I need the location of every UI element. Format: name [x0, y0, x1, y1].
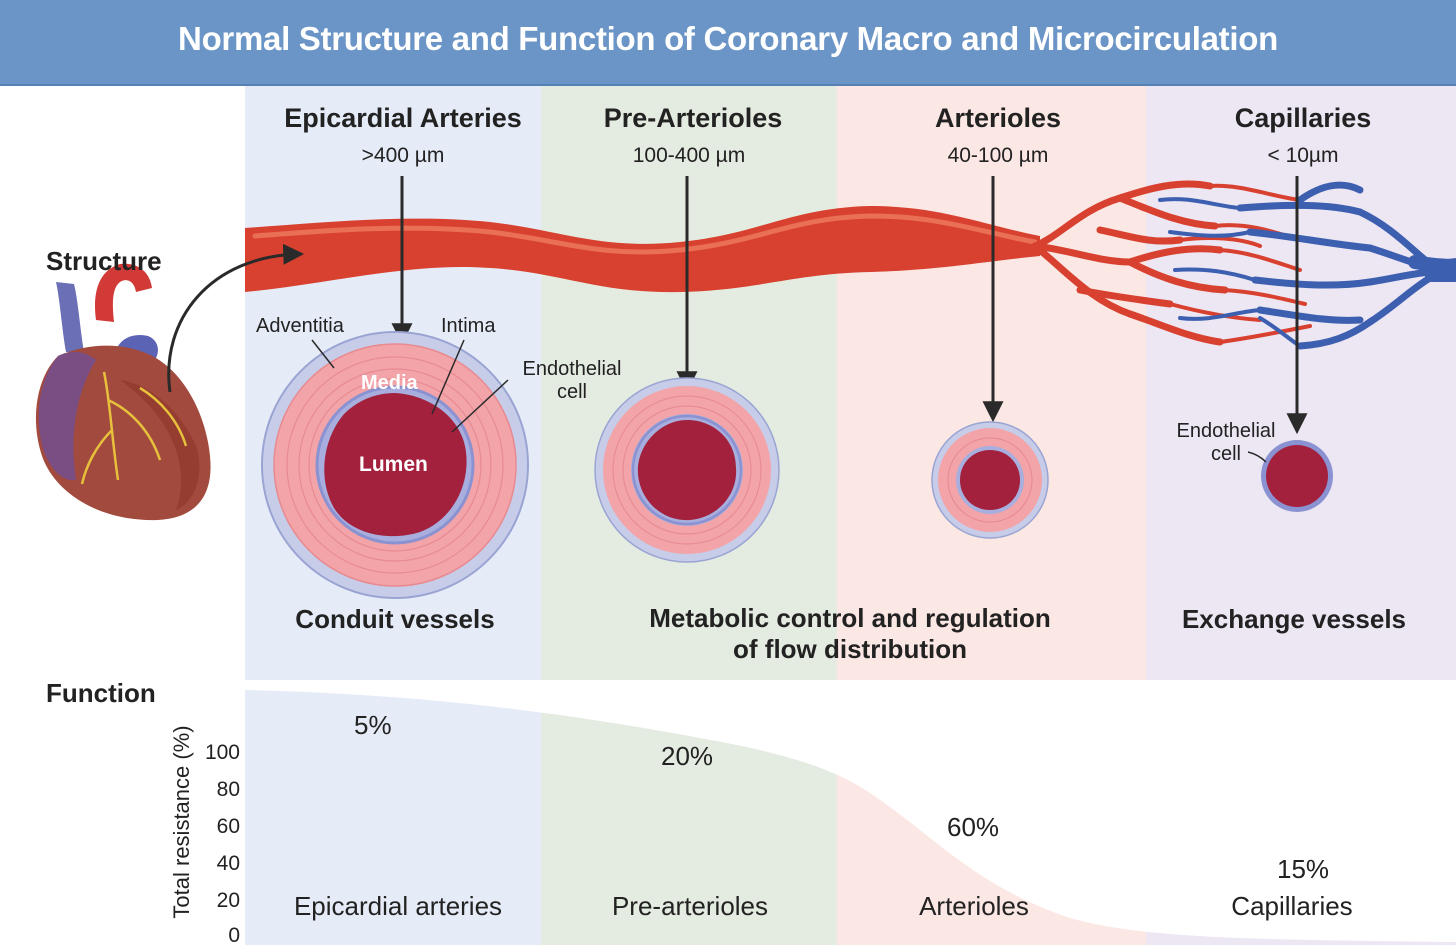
exchange-vessels-label: Exchange vessels — [1181, 604, 1407, 634]
band-capillaries — [1146, 84, 1456, 680]
area-epicardial — [245, 690, 541, 945]
curved-arrow-icon — [167, 243, 305, 393]
y-tick-label: 20 — [216, 889, 240, 912]
capillary-endothelial-line-2: cell — [1210, 443, 1241, 465]
y-tick-label: 0 — [228, 924, 240, 947]
media-label: Media — [361, 372, 418, 394]
y-axis-label: Total resistance (%) — [169, 725, 194, 919]
column-title-pre-arterioles: Pre-Arterioles — [603, 103, 783, 133]
endothelial-cell-label: Endothelial cell — [510, 358, 634, 404]
capillary-endothelial-line-1: Endothelial — [1176, 420, 1276, 442]
endothelial-cell-line-2: cell — [556, 381, 587, 403]
heart-left-side — [38, 351, 96, 481]
function-label: Function — [46, 678, 156, 708]
y-tick-label: 80 — [216, 778, 240, 801]
vessel-cross-section — [931, 421, 1049, 539]
value-label-pre-arterioles: 20% — [661, 741, 714, 771]
metabolic-control-line-2: of flow distribution — [733, 634, 967, 664]
metabolic-control-label: Metabolic control and regulation of flow… — [620, 603, 1080, 665]
vessel-cross-section — [594, 377, 780, 563]
vessel-cross-section — [1261, 440, 1333, 512]
heart-vein-left — [56, 282, 84, 352]
column-size-arterioles: 40-100 µm — [947, 144, 1049, 167]
column-title-capillaries: Capillaries — [1234, 103, 1372, 133]
main-vessel — [245, 206, 1040, 293]
down-arrows — [391, 176, 1308, 435]
metabolic-control-line-1: Metabolic control and regulation — [649, 603, 1051, 633]
coronary-vessels — [80, 371, 188, 485]
heart-illustration — [35, 263, 211, 521]
heart-shading — [120, 380, 200, 510]
category-label-arterioles: Arterioles — [919, 891, 1029, 921]
lumen-label: Lumen — [359, 453, 428, 476]
value-label-arterioles: 60% — [947, 812, 1000, 842]
page-title: Normal Structure and Function of Coronar… — [178, 20, 1278, 57]
y-tick-label: 40 — [216, 852, 240, 875]
vessel-cross-section — [261, 331, 529, 599]
value-label-epicardial: 5% — [354, 710, 392, 740]
category-label-pre-arterioles: Pre-arterioles — [611, 891, 769, 921]
endothelial-cell-line-1: Endothelial — [522, 358, 622, 380]
category-label-capillaries: Capillaries — [1231, 891, 1353, 921]
y-tick-label: 100 — [204, 741, 240, 764]
value-label-capillaries: 15% — [1277, 854, 1330, 884]
column-size-pre-arterioles: 100-400 µm — [632, 144, 746, 167]
structure-label: Structure — [46, 246, 162, 276]
heart-aorta — [95, 263, 152, 322]
capillary-endothelial-label: Endothelial cell — [1164, 420, 1288, 466]
column-size-epicardial: >400 µm — [361, 144, 445, 167]
capillary-network — [1031, 180, 1456, 350]
leader-lines — [311, 339, 1267, 463]
title-banner: Normal Structure and Function of Coronar… — [0, 0, 1456, 86]
adventitia-label: Adventitia — [256, 315, 344, 337]
column-title-epicardial: Epicardial Arteries — [284, 103, 522, 133]
intima-label: Intima — [441, 315, 496, 337]
column-title-arterioles: Arterioles — [934, 103, 1062, 133]
y-tick-label: 60 — [216, 815, 240, 838]
column-size-capillaries: < 10µm — [1267, 144, 1339, 167]
category-label-epicardial: Epicardial arteries — [293, 891, 503, 921]
artery-highlight — [252, 213, 1038, 255]
conduit-vessels-label: Conduit vessels — [295, 604, 495, 634]
